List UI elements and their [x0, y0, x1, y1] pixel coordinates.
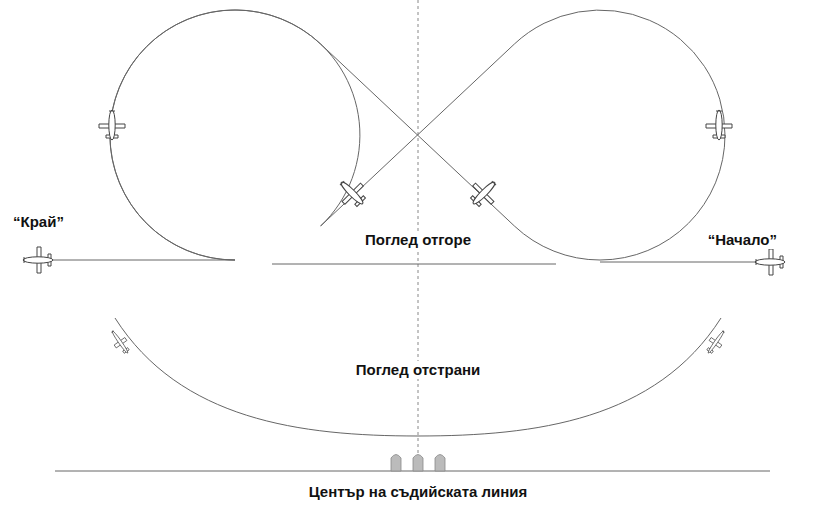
axis-label: Център на съдийската линия [306, 483, 531, 501]
view-label: Поглед отстрани [353, 361, 484, 379]
judges-symbol [391, 455, 445, 472]
start-label: “Начало” [705, 231, 780, 249]
flight-path-side [115, 318, 721, 436]
view-label: Поглед отгоре [362, 231, 474, 249]
end-label: “Край” [10, 213, 67, 231]
flight-path-top [45, 10, 770, 264]
judge-line [55, 471, 770, 472]
